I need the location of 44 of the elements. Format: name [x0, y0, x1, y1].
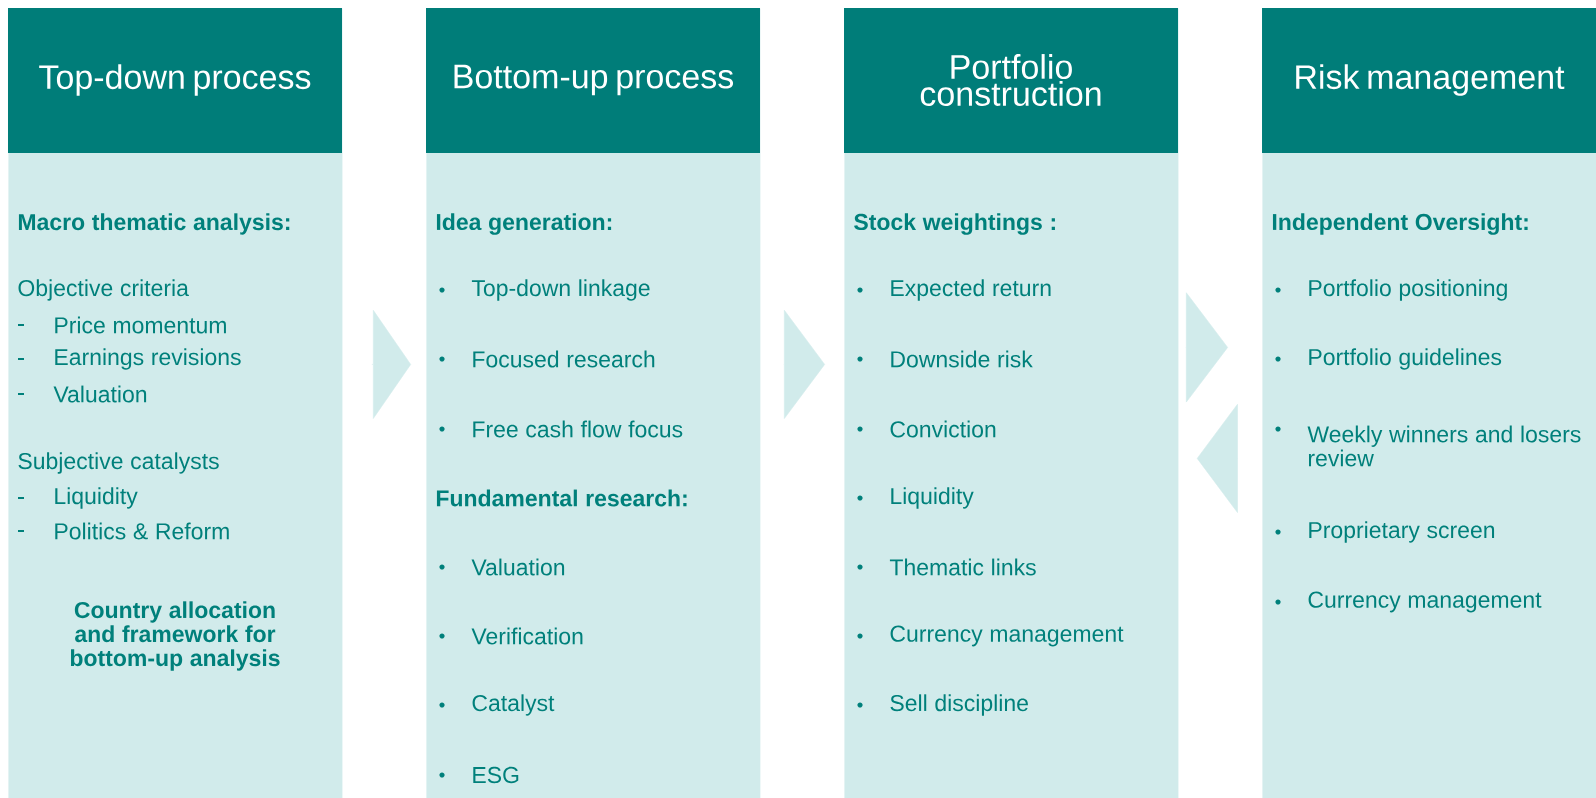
- column-heading: Portfolio construction: [920, 54, 1101, 106]
- list-heading: Objective criteria: [18, 279, 189, 301]
- list-item: Valuation: [471, 558, 565, 576]
- chevron-arrow: [783, 309, 825, 419]
- list-item: Catalyst: [472, 694, 555, 716]
- section-heading: Fundamental research:: [436, 489, 687, 507]
- list-item: Liquidity: [55, 487, 138, 509]
- process-column: [1262, 8, 1596, 798]
- list-item: Portfolio positioning: [1309, 279, 1507, 301]
- list-item: Sell discipline: [890, 694, 1028, 716]
- process-column: [8, 8, 343, 798]
- list-item: Proprietary screen: [1309, 521, 1495, 543]
- chevron-arrow: [1196, 403, 1239, 513]
- section-heading: Stock weightings :: [854, 213, 1055, 235]
- list-item: Free cash flow focus: [473, 420, 683, 438]
- list-item: Politics & Reform: [55, 522, 229, 540]
- list-item: Top-down linkage: [471, 279, 650, 301]
- section-heading: Independent Oversight:: [1272, 213, 1528, 235]
- column-heading: Bottom-up process: [454, 64, 734, 96]
- process-column: [844, 8, 1179, 798]
- summary-text: Country allocation and framework for bottom-up analysis: [70, 601, 280, 671]
- list-item: Thematic links: [889, 558, 1036, 576]
- list-heading: Subjective catalysts: [18, 452, 219, 474]
- chevron-arrow: [1185, 292, 1228, 403]
- section-heading: Macro thematic analysis:: [18, 213, 290, 235]
- list-item: Price momentum: [55, 316, 226, 334]
- list-item: Liquidity: [891, 487, 974, 509]
- list-item: Portfolio guidelines: [1309, 348, 1502, 370]
- chevron-arrow: [371, 310, 411, 419]
- list-item: Conviction: [890, 420, 996, 438]
- column-heading: Top-down process: [39, 64, 311, 96]
- list-item: ESG: [473, 766, 519, 784]
- list-item: Currency management: [1308, 591, 1542, 613]
- list-item: Earnings revisions: [55, 348, 241, 370]
- list-item: Weekly winners and losers review: [1307, 425, 1581, 467]
- list-item: Focused research: [473, 350, 655, 368]
- process-column: [426, 8, 761, 798]
- list-item: Currency management: [890, 625, 1124, 647]
- section-heading: Idea generation:: [436, 213, 612, 235]
- column-heading: Risk management: [1296, 64, 1565, 96]
- list-item: Expected return: [891, 279, 1051, 301]
- list-item: Downside risk: [891, 350, 1033, 368]
- list-item: Valuation: [53, 385, 147, 403]
- list-item: Verification: [471, 627, 583, 645]
